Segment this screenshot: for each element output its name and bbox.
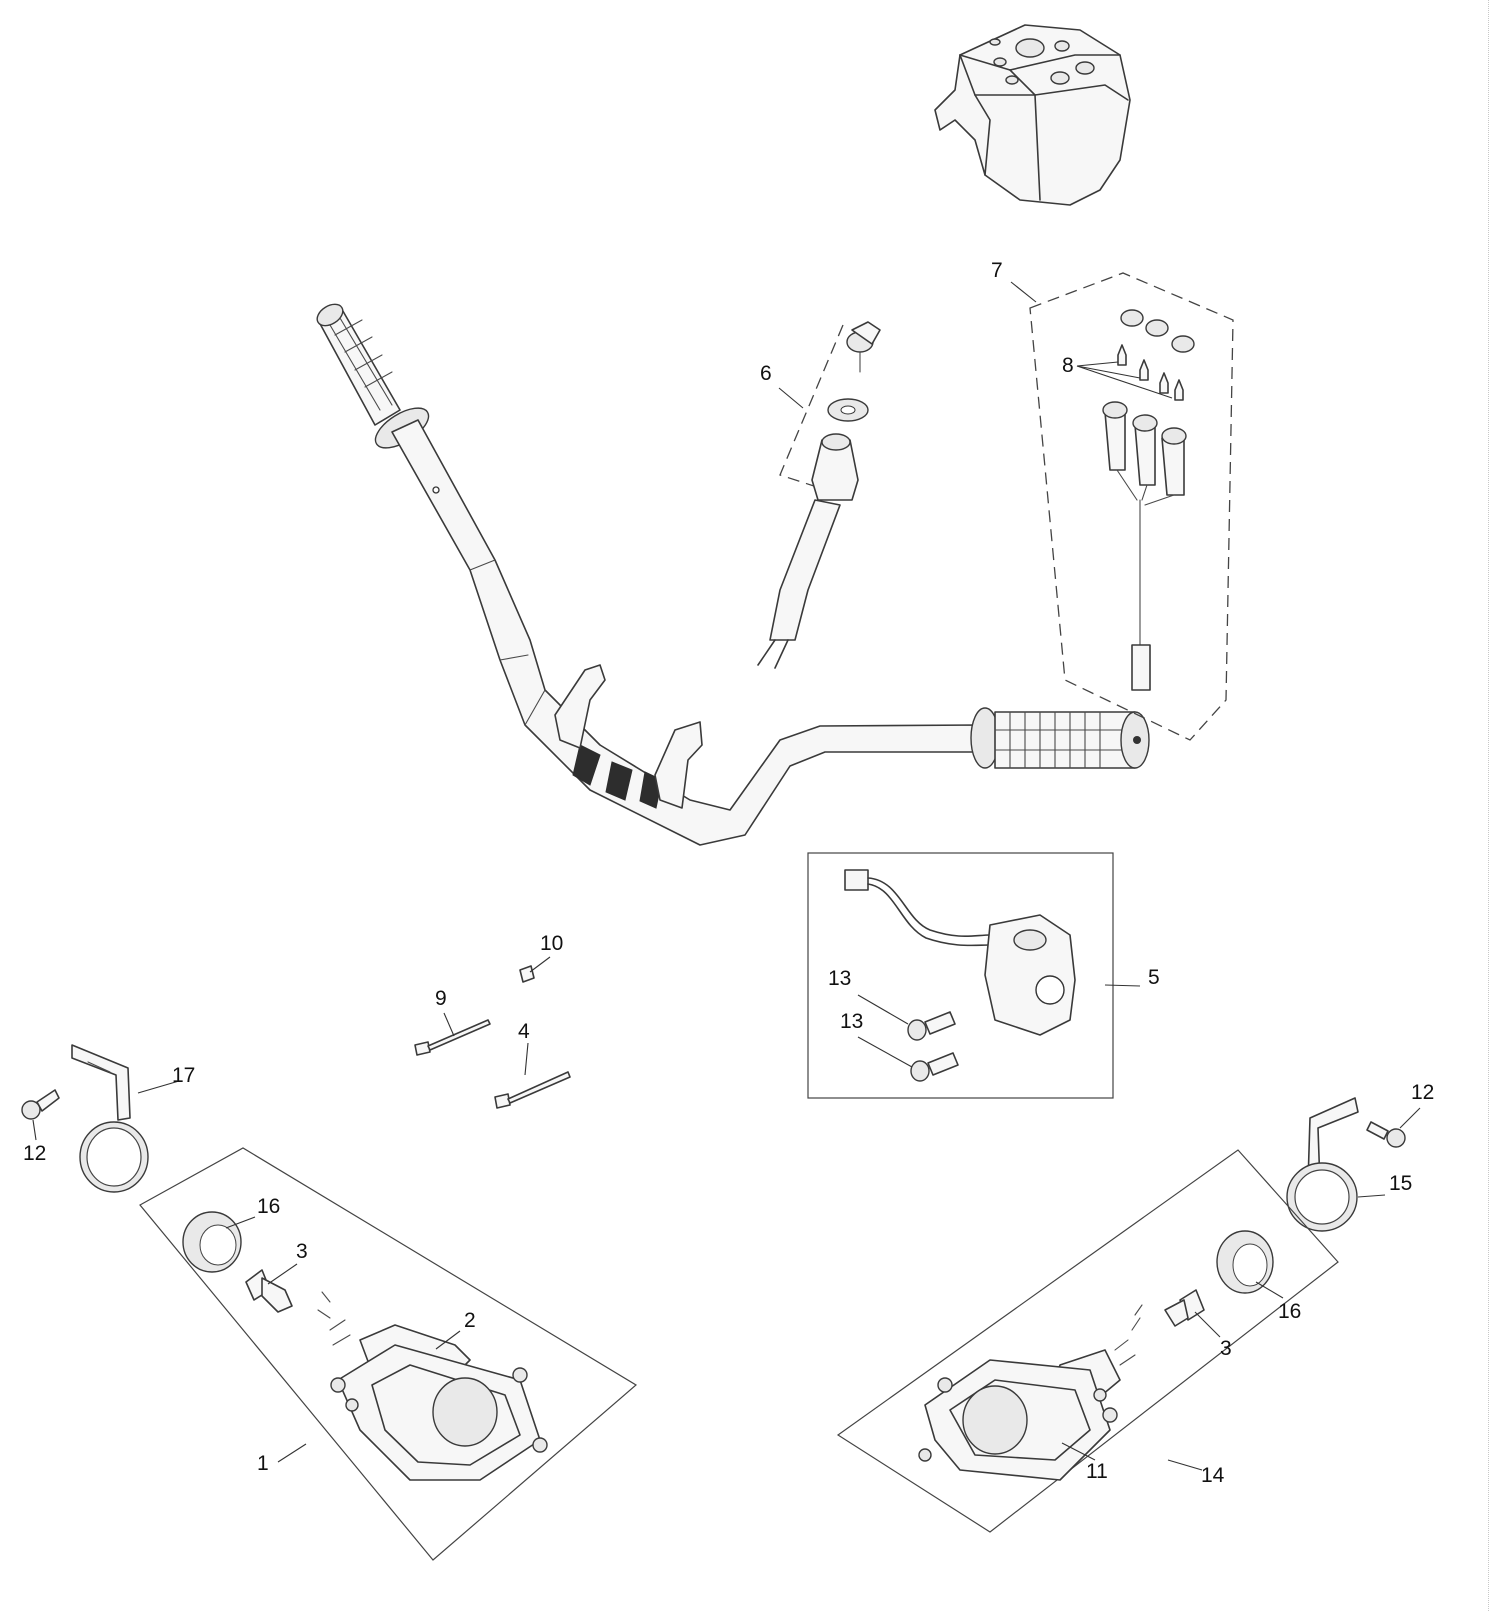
page-edge-dotted-line (1488, 0, 1489, 1611)
bracket-clamp-icon (1286, 1097, 1359, 1232)
callout-3-right: 3 (1220, 1337, 1232, 1360)
bolt-icon (907, 1011, 959, 1082)
callout-14: 14 (1201, 1464, 1225, 1487)
left-headlight-kit-box (139, 1147, 638, 1561)
rubber-boot-icon (1216, 1230, 1274, 1294)
callout-10: 10 (540, 932, 563, 955)
callout-16-right: 16 (1278, 1300, 1301, 1323)
bulb-icon (1114, 1289, 1205, 1366)
callout-4: 4 (518, 1020, 530, 1043)
bracket-clamp-icon (71, 1044, 149, 1193)
indicator-lamps-icon (1029, 272, 1234, 741)
callout-6: 6 (760, 362, 772, 385)
callout-11: 11 (1086, 1460, 1108, 1483)
headlight-assembly-icon (918, 1349, 1121, 1481)
callout-labels: 7 8 6 10 9 4 5 13 13 17 12 12 15 16 3 2 … (23, 259, 1434, 1487)
bulb-icon (245, 1269, 351, 1346)
callout-2: 2 (464, 1309, 476, 1332)
bolt-icon (1366, 1121, 1406, 1148)
instrument-cover-icon (934, 24, 1131, 206)
callout-1: 1 (257, 1452, 269, 1475)
callout-12-left: 12 (23, 1142, 46, 1165)
clip-nut-icon (519, 965, 535, 983)
handlebar-switch-icon (844, 869, 1076, 1036)
callout-13-lower: 13 (840, 1010, 863, 1033)
leader-lines (32, 281, 1421, 1471)
bolt-icon (21, 1089, 60, 1120)
rubber-boot-icon (182, 1211, 242, 1273)
callout-13-upper: 13 (828, 967, 851, 990)
callout-8: 8 (1062, 354, 1074, 377)
callout-3-left: 3 (296, 1240, 308, 1263)
callout-16-left: 16 (257, 1195, 280, 1218)
callout-12-right: 12 (1411, 1081, 1434, 1104)
headlight-assembly-icon (330, 1324, 548, 1481)
callout-15: 15 (1389, 1172, 1412, 1195)
callout-7: 7 (991, 259, 1003, 282)
cable-tie-icon (414, 1019, 571, 1109)
handlebar-icon (316, 303, 1150, 846)
switch-kit-box (807, 852, 1114, 1099)
right-headlight-kit-box (836, 1149, 1339, 1533)
callout-17: 17 (172, 1064, 195, 1087)
callout-9: 9 (435, 987, 447, 1010)
callout-5: 5 (1148, 966, 1160, 989)
ignition-switch-icon (757, 321, 881, 669)
